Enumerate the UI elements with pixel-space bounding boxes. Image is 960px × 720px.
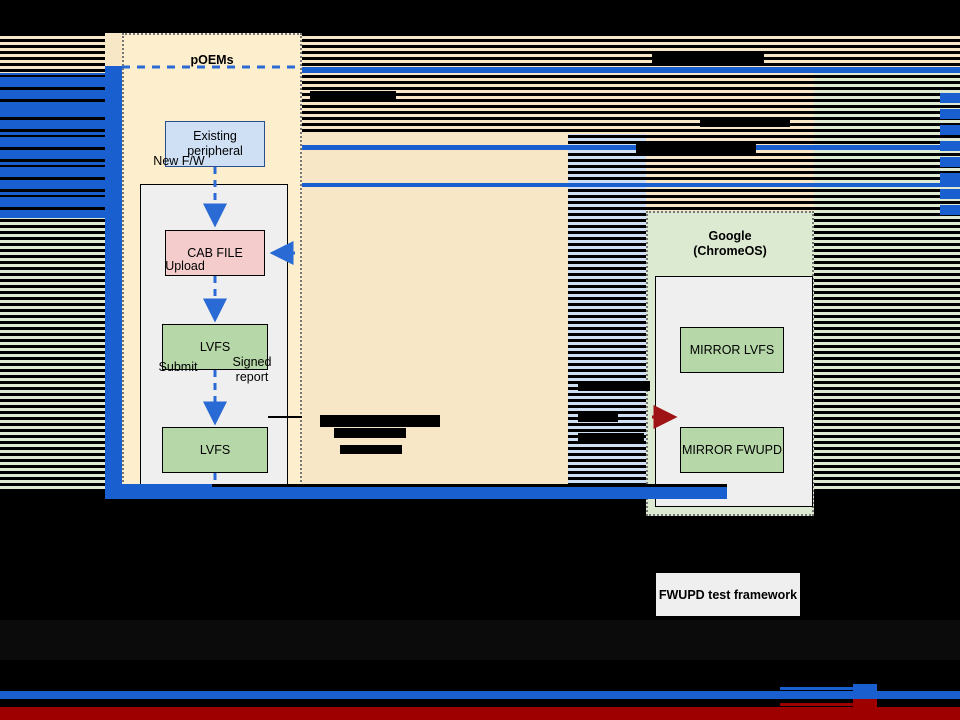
glitch-legend-red-thin bbox=[780, 703, 870, 706]
edge-label-signed-report-line1: Signed bbox=[232, 355, 272, 369]
node-mirror-lvfs-label: MIRROR LVFS bbox=[689, 342, 775, 357]
panel-google-title-line1: Google bbox=[708, 229, 752, 243]
glitch-blue-bar-1 bbox=[105, 484, 727, 491]
panel-google-title-line2: (ChromeOS) bbox=[693, 244, 767, 258]
node-mirror-fwupd-label: MIRROR FWUPD bbox=[682, 442, 782, 457]
glitch-blue-vertical-band bbox=[105, 66, 122, 490]
edge-label-new-fw: New F/W bbox=[153, 154, 205, 168]
node-lvfs-upload-label: LVFS bbox=[199, 339, 231, 354]
edge-label-submit-changes-line2: Changes bbox=[417, 368, 469, 382]
node-lvfs-upload[interactable]: LVFS bbox=[162, 324, 268, 370]
panel-poems-title: pOEMs bbox=[190, 53, 234, 67]
node-existing-peripheral-line1: Existing bbox=[193, 129, 237, 143]
node-fwupd-test-framework[interactable]: FWUPD test framework bbox=[656, 573, 800, 616]
glitch-legend-red-wide bbox=[0, 707, 960, 720]
node-lvfs-submit-label: LVFS bbox=[199, 442, 231, 457]
node-lvfs-submit[interactable]: LVFS bbox=[162, 427, 268, 473]
edge-label-submit-changes-line1: Submit bbox=[423, 353, 463, 367]
flowchart-diagram: pOEMs Plugin Developers/ Chipset Vendors… bbox=[0, 33, 960, 516]
node-cab-file-label: CAB FILE bbox=[187, 245, 243, 260]
glitch-legend-dark-strip bbox=[0, 620, 960, 660]
glitch-legend-red-block bbox=[853, 699, 877, 709]
glitch-legend-blue-thin bbox=[780, 687, 870, 690]
glitch-blue-bar-2 bbox=[105, 491, 727, 499]
glitch-blue-bar-3 bbox=[212, 484, 727, 487]
edge-label-upload: Upload bbox=[165, 259, 205, 273]
node-fwupd[interactable]: FWUPD bbox=[428, 427, 532, 473]
node-existing-peripheral-line2: peripheral bbox=[187, 144, 243, 158]
edge-label-fwupd-code-change-line2: code change bbox=[409, 254, 467, 265]
edge-label-submit: Submit bbox=[158, 360, 198, 374]
node-fwupd-label: FWUPD bbox=[457, 442, 503, 457]
node-fwupd-test-framework-label: FWUPD test framework bbox=[658, 587, 798, 602]
node-mirror-lvfs[interactable]: MIRROR LVFS bbox=[680, 327, 784, 373]
glitch-legend-blue-wide bbox=[0, 691, 960, 699]
node-existing-peripheral[interactable]: Existing peripheral bbox=[165, 121, 265, 167]
node-mirror-fwupd[interactable]: MIRROR FWUPD bbox=[680, 427, 784, 473]
node-cab-file[interactable]: CAB FILE bbox=[165, 230, 265, 276]
edge-label-fwupd-code-change-line1: fwupd bbox=[424, 242, 452, 253]
edge-label-signed-report-line2: report bbox=[235, 370, 269, 384]
